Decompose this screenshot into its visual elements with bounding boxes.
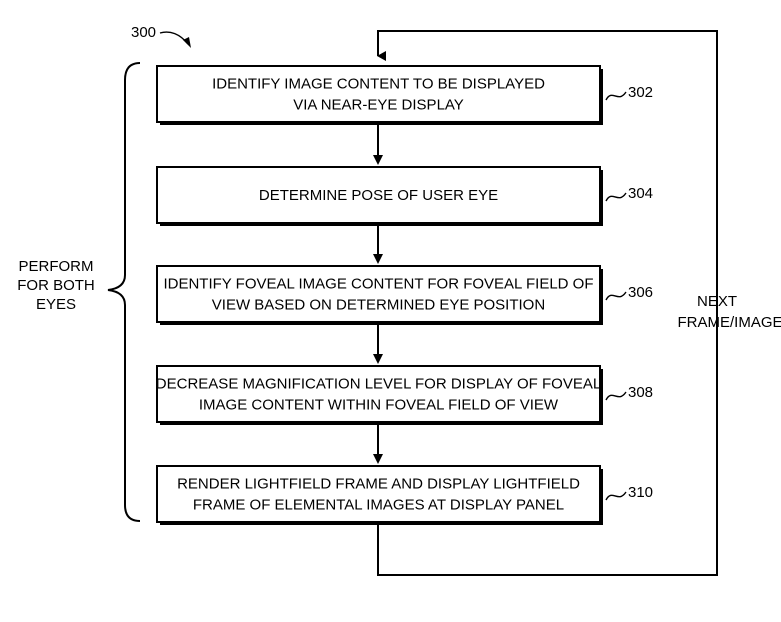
step-text-line: DECREASE MAGNIFICATION LEVEL FOR DISPLAY… (156, 376, 601, 393)
loop-line (377, 30, 718, 576)
flow-arrowhead (373, 155, 383, 165)
step-ref-number: 308 (628, 384, 653, 401)
step-box-frame (156, 265, 601, 323)
step-box-310: RENDER LIGHTFIELD FRAME AND DISPLAY LIGH… (156, 465, 653, 525)
step-text-line: DETERMINE POSE OF USER EYE (259, 187, 498, 204)
ref-leader-line (605, 192, 627, 202)
step-ref-number: 310 (628, 484, 653, 501)
left-brace (107, 62, 141, 522)
steps-group: IDENTIFY IMAGE CONTENT TO BE DISPLAYED VI… (156, 65, 653, 525)
step-box-frame (156, 465, 601, 523)
ref-leader-line (605, 91, 627, 101)
figure-number-arrowhead (183, 37, 191, 48)
ref-leader-line (605, 491, 627, 501)
step-ref-number: 302 (628, 84, 653, 101)
step-text-line: IDENTIFY FOVEAL IMAGE CONTENT FOR FOVEAL… (163, 276, 593, 293)
side-label: PERFORM FOR BOTH EYES (17, 258, 95, 313)
ref-leader-line (605, 391, 627, 401)
flow-arrowhead (373, 254, 383, 264)
step-box-frame (156, 365, 601, 423)
step-box-frame (156, 65, 601, 123)
loop-label: NEXT FRAME/IMAGE (677, 293, 781, 331)
figure-number-arrow (159, 31, 189, 45)
step-text-line: IDENTIFY IMAGE CONTENT TO BE DISPLAYED (212, 76, 545, 93)
step-text-line: VIA NEAR-EYE DISPLAY (293, 97, 464, 114)
step-box-308: DECREASE MAGNIFICATION LEVEL FOR DISPLAY… (156, 365, 653, 425)
step-text-line: FRAME OF ELEMENTAL IMAGES AT DISPLAY PAN… (193, 497, 564, 514)
flow-arrowhead (373, 354, 383, 364)
step-ref-number: 304 (628, 185, 653, 202)
figure-number: 300 (131, 24, 156, 41)
step-text-line: RENDER LIGHTFIELD FRAME AND DISPLAY LIGH… (177, 476, 580, 493)
loop-label-line: FRAME/IMAGE (677, 314, 781, 331)
loop-label-line: NEXT (697, 293, 737, 310)
step-box-302: IDENTIFY IMAGE CONTENT TO BE DISPLAYED VI… (156, 65, 653, 125)
side-label-line: FOR BOTH (17, 277, 95, 294)
step-text-line: IMAGE CONTENT WITHIN FOVEAL FIELD OF VIE… (199, 397, 559, 414)
step-ref-number: 306 (628, 284, 653, 301)
step-text-line: VIEW BASED ON DETERMINED EYE POSITION (212, 297, 545, 314)
side-label-line: PERFORM (19, 258, 94, 275)
flow-arrowhead (373, 454, 383, 464)
step-box-frame (156, 166, 601, 224)
side-label-line: EYES (36, 296, 76, 313)
step-box-306: IDENTIFY FOVEAL IMAGE CONTENT FOR FOVEAL… (156, 265, 653, 325)
ref-leader-line (605, 291, 627, 301)
step-box-304: DETERMINE POSE OF USER EYE 304 (156, 166, 653, 226)
